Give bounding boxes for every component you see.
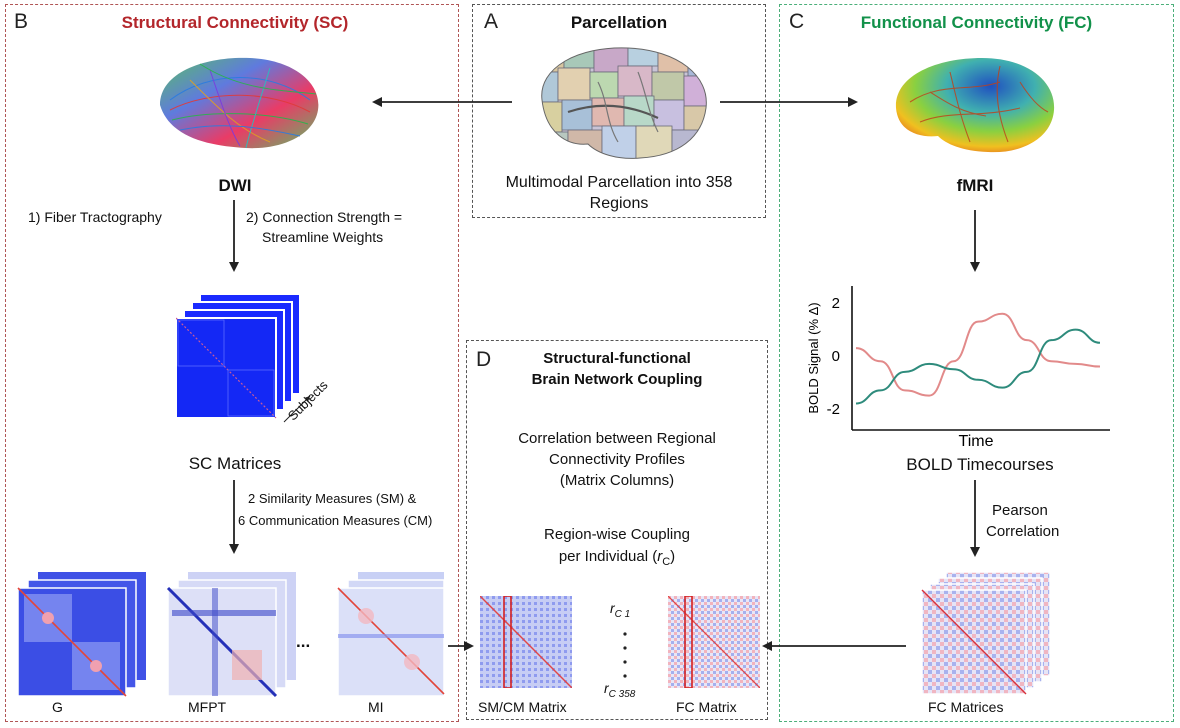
sc-matrices-label: SC Matrices xyxy=(188,454,282,473)
region-wise-line2: per Individual (rC) xyxy=(466,546,768,573)
panel-d-title-line1: Structural-functional xyxy=(543,350,691,367)
y-tick-label: -2 xyxy=(827,401,840,418)
rc-subscript: C xyxy=(662,556,671,568)
panel-a-parcellation xyxy=(472,4,766,218)
rc-last-sub: C 358 xyxy=(608,688,636,700)
correlation-line3: (Matrix Columns) xyxy=(559,472,675,489)
parcellation-caption: Multimodal Parcellation into 358 Regions xyxy=(505,174,733,212)
measure-matrices xyxy=(17,572,445,698)
panel-d-letter: D xyxy=(476,348,492,371)
region-wise-prefix: per Individual ( xyxy=(558,548,658,565)
y-tick-label: 0 xyxy=(832,348,840,365)
smcm-matrix-label: SM/CM Matrix xyxy=(478,699,567,715)
measures-line2: 6 Communication Measures (CM) xyxy=(238,513,433,528)
measures-line1: 2 Similarity Measures (SM) & xyxy=(248,491,417,506)
connection-strength-step-line2: Streamline Weights xyxy=(262,229,384,245)
panel-d-title-line2: Brain Network Coupling xyxy=(531,371,703,388)
dwi-tractography-brain-image xyxy=(160,57,319,149)
smcm-matrix xyxy=(480,596,572,688)
bold-series-line-2 xyxy=(855,328,1101,405)
pearson-line2: Correlation xyxy=(986,523,1060,540)
sc-matrices-stack xyxy=(176,293,311,423)
fc-matrices-stack xyxy=(921,571,1051,695)
mfpt-matrix-stack xyxy=(166,572,296,698)
panel-c-letter: C xyxy=(789,10,805,33)
fiber-tractography-step: 1) Fiber Tractography xyxy=(28,209,162,225)
rc-vertical-dots xyxy=(623,632,627,678)
panel-b-structural-connectivity xyxy=(5,4,459,722)
matrix-label-g: G xyxy=(52,699,63,715)
panel-b-letter: B xyxy=(14,10,29,33)
parcellated-brain-image xyxy=(541,47,707,159)
matrix-label-mfpt: MFPT xyxy=(188,699,227,715)
fc-matrices-label: FC Matrices xyxy=(928,699,1004,715)
fc-matrix-label: FC Matrix xyxy=(676,699,737,715)
panel-a-title: Parcellation xyxy=(570,13,668,32)
bold-timecourses-label: BOLD Timecourses xyxy=(906,455,1054,474)
rc-first: rC 1 xyxy=(610,600,630,620)
rc-variable: r xyxy=(657,548,663,565)
panel-a-letter: A xyxy=(484,10,499,33)
ellipsis: ... xyxy=(296,632,311,651)
bold-series-line-1 xyxy=(855,312,1101,397)
panel-d-coupling xyxy=(466,340,768,720)
pearson-line1: Pearson xyxy=(992,502,1048,519)
panel-b-title: Structural Connectivity (SC) xyxy=(121,13,349,32)
y-tick-label: 2 xyxy=(832,295,840,312)
fmri-label: fMRI xyxy=(956,176,994,195)
correlation-line1: Correlation between Regional xyxy=(518,430,716,447)
panel-c-functional-connectivity xyxy=(779,4,1174,722)
rc-last-var: r xyxy=(604,680,609,696)
y-axis-label: BOLD Signal (% Δ) xyxy=(806,302,821,413)
dwi-label: DWI xyxy=(218,176,252,195)
correlation-line2: Connectivity Profiles xyxy=(549,451,685,468)
mi-matrix-stack xyxy=(337,572,445,697)
bold-timecourse-chart: 2 0 -2 BOLD Signal (% Δ) Time xyxy=(806,286,1110,450)
fc-matrix xyxy=(668,596,760,688)
g-matrix-stack xyxy=(17,572,146,697)
panel-c-title: Functional Connectivity (FC) xyxy=(860,13,1093,32)
rc-last: rC 358 xyxy=(604,680,635,700)
region-wise-suffix: ) xyxy=(670,548,676,565)
rc-first-var: r xyxy=(610,600,615,616)
matrix-label-mi: MI xyxy=(368,699,384,715)
x-axis-label: Time xyxy=(959,433,994,450)
region-wise-line1: Region-wise Coupling xyxy=(544,526,690,543)
fmri-brain-image xyxy=(895,58,1055,153)
connection-strength-step-line1: 2) Connection Strength = xyxy=(246,209,403,225)
rc-first-sub: C 1 xyxy=(614,608,631,620)
